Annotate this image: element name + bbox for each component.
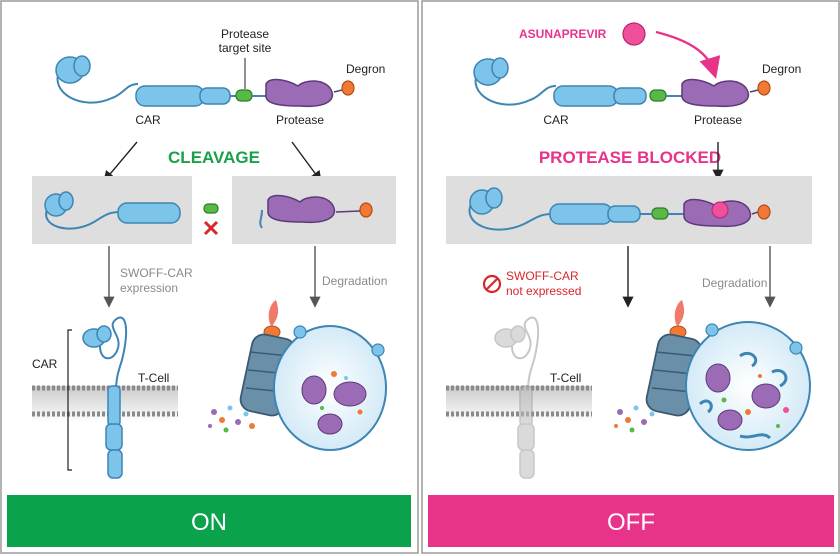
- blocked-construct: [468, 187, 771, 231]
- on-banner: [7, 495, 411, 547]
- right-full-construct: [473, 57, 771, 108]
- ghost-car-receptor: [494, 316, 540, 479]
- protease-blocked-heading: PROTEASE BLOCKED: [539, 148, 721, 167]
- degradation-cell-left: [273, 325, 387, 451]
- not-expressed-label-2: not expressed: [506, 284, 581, 298]
- off-banner-label: OFF: [607, 509, 655, 536]
- right-panel: ASUNAPREVIR Degron CAR Protease PROTEASE…: [421, 0, 840, 554]
- right-degron-label: Degron: [762, 62, 801, 76]
- right-protease-label: Protease: [694, 113, 742, 127]
- car-fragment: [44, 191, 181, 230]
- degradation-label: Degradation: [322, 274, 387, 288]
- car-bracket: [67, 329, 72, 471]
- protease-target-site-label-1: Protease: [221, 27, 269, 41]
- tcell-label: T-Cell: [138, 371, 169, 385]
- protease-shape: [265, 78, 334, 108]
- protein-fragments-left: [208, 405, 255, 433]
- protease-target-site-label-2: target site: [219, 41, 272, 55]
- right-degradation-label: Degradation: [702, 276, 767, 290]
- protease-label: Protease: [276, 113, 324, 127]
- on-banner-label: ON: [191, 509, 227, 536]
- left-full-construct: [55, 55, 355, 108]
- off-banner: [428, 495, 834, 547]
- cleaved-target-site: [203, 203, 219, 214]
- left-panel: Protease target site Degron CAR Protease…: [0, 0, 419, 554]
- asunaprevir-label: ASUNAPREVIR: [519, 27, 607, 41]
- membrane-car-receptor: [82, 316, 128, 479]
- degradation-cell-right: [685, 321, 811, 451]
- left-tcell-membrane: [32, 385, 178, 422]
- right-tcell-membrane: [446, 385, 592, 422]
- degron-shape: [341, 80, 355, 96]
- right-tcell-label: T-Cell: [550, 371, 581, 385]
- car-label: CAR: [135, 113, 161, 127]
- cleaved-x-mark: [203, 220, 219, 236]
- protein-fragments-right: [614, 405, 655, 433]
- asunaprevir-molecule: [622, 22, 646, 46]
- swoff-expression-label-1: SWOFF-CAR: [120, 266, 193, 280]
- protease-fragment: [259, 194, 373, 229]
- degron-label: Degron: [346, 62, 385, 76]
- swoff-expression-label-2: expression: [120, 281, 178, 295]
- protease-target-site: [235, 89, 253, 102]
- not-allowed-icon: [482, 274, 502, 294]
- cleavage-heading: CLEAVAGE: [168, 148, 260, 167]
- not-expressed-label-1: SWOFF-CAR: [506, 269, 579, 283]
- car-bracket-label: CAR: [32, 357, 58, 371]
- right-car-label: CAR: [543, 113, 569, 127]
